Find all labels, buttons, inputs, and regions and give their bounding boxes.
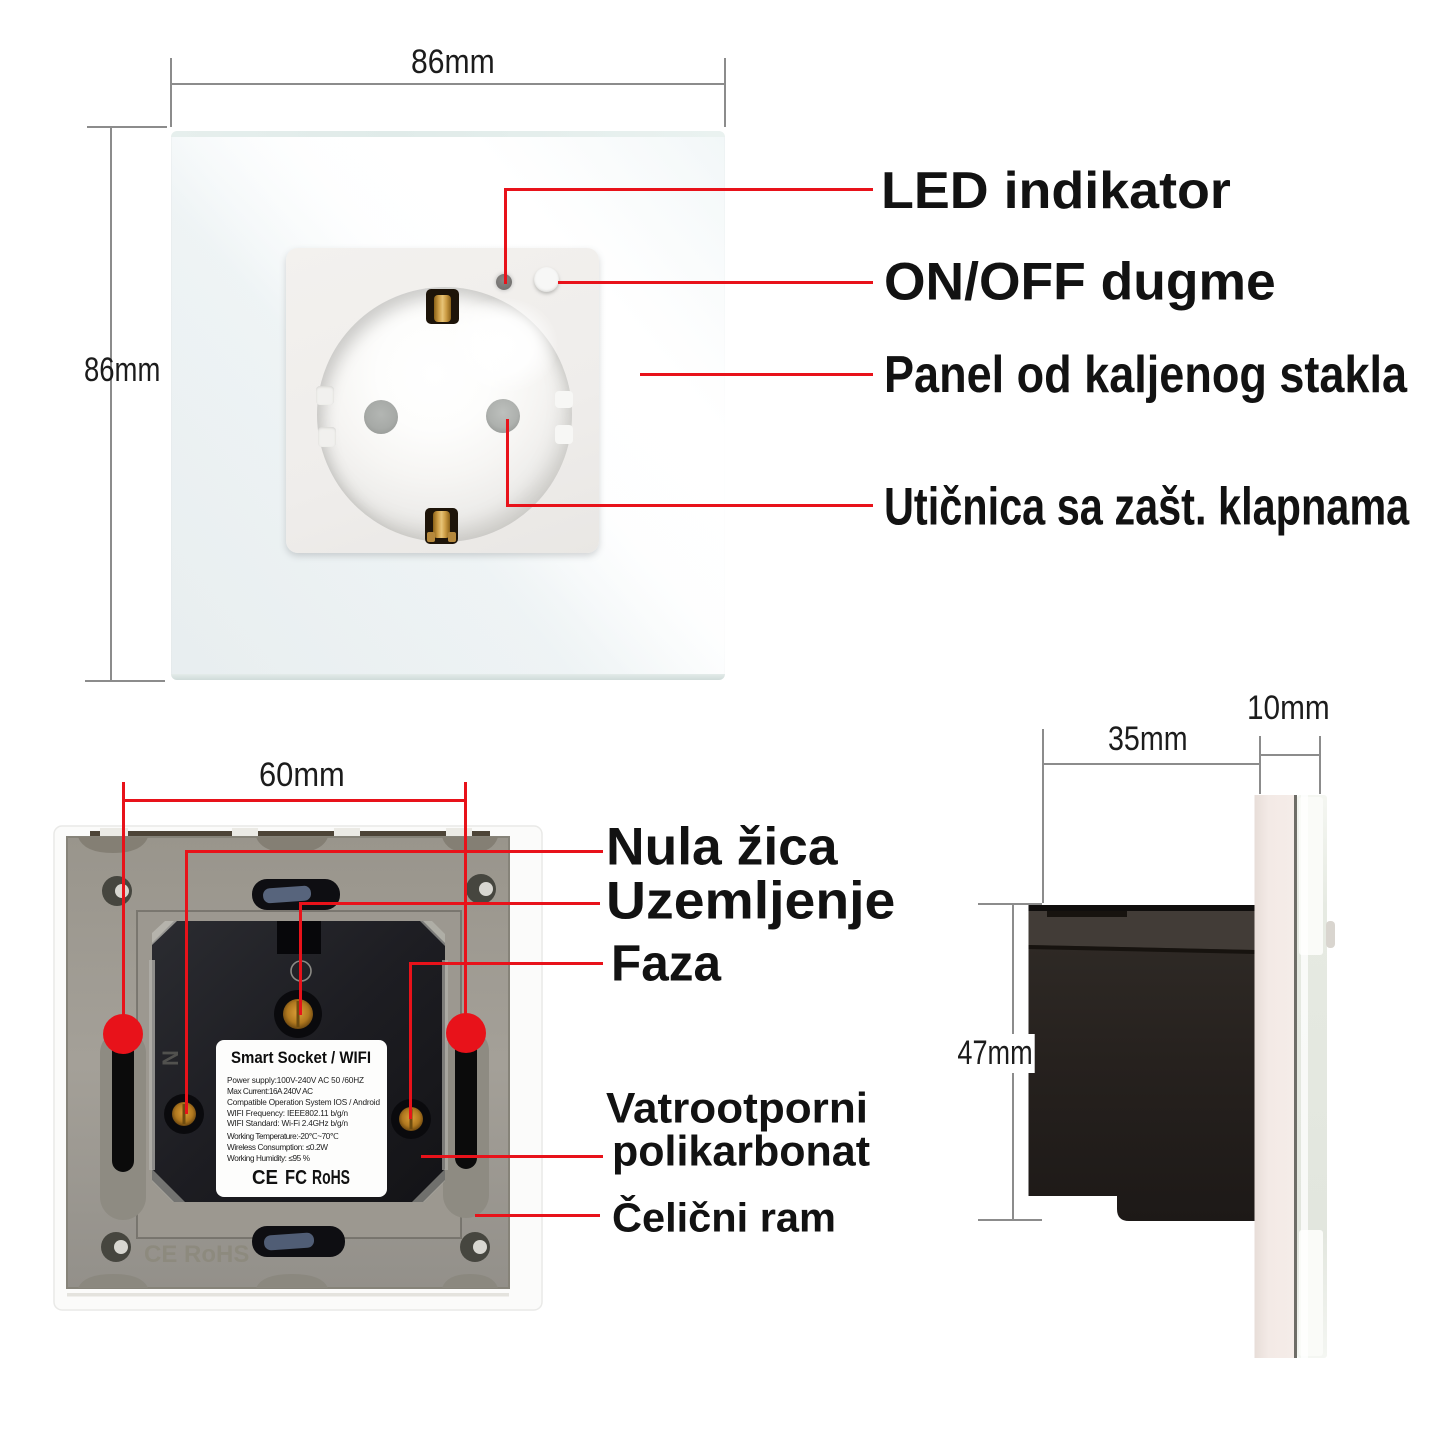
svg-text:Compatible Operation System IO: Compatible Operation System IOS / Androi… (227, 1098, 380, 1107)
svg-text:Wireless Consumption: ≤0.2W: Wireless Consumption: ≤0.2W (227, 1143, 328, 1152)
svg-text:RoHS: RoHS (312, 1167, 350, 1189)
svg-text:FC: FC (285, 1167, 307, 1189)
svg-text:Power supply:100V-240V AC 50: Power supply:100V-240V AC 50 /60HZ (227, 1076, 364, 1085)
svg-text:CE RoHS: CE RoHS (144, 1241, 249, 1268)
svg-text:CE: CE (252, 1167, 278, 1189)
svg-text:Working Temperature:-20℃~70℃: Working Temperature:-20℃~70℃ (227, 1132, 339, 1141)
svg-text:N: N (158, 1050, 183, 1066)
svg-text:WIFI Frequency: IEEE802.11 b/g: WIFI Frequency: IEEE802.11 b/g/n (227, 1109, 348, 1118)
svg-text:Working Humidity: ≤95 %: Working Humidity: ≤95 % (227, 1154, 310, 1163)
svg-text:WIFI Standard: Wi-Fi 2.4GHz b/: WIFI Standard: Wi-Fi 2.4GHz b/g/n (227, 1119, 348, 1128)
svg-text:Smart Socket / WIFI: Smart Socket / WIFI (231, 1048, 371, 1067)
svg-text:Max Current:16A 240V AC: Max Current:16A 240V AC (227, 1087, 313, 1096)
